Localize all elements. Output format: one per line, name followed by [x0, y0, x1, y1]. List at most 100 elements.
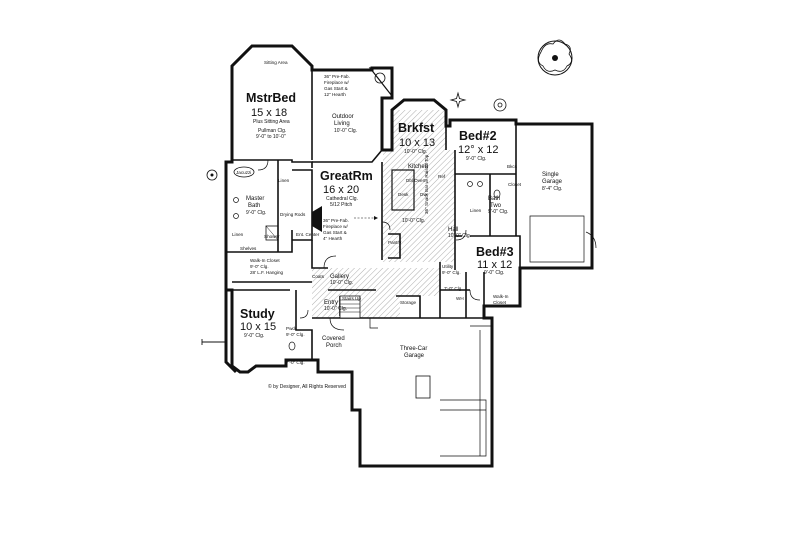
outdoor-fireplace-note-4: 12" Hearth: [324, 92, 346, 97]
walkin-closet-bed3-2: Closet: [493, 300, 507, 305]
bkcs-label: Bkcs: [507, 164, 518, 169]
linen-label-2: Linen: [232, 232, 244, 237]
walkin-closet-bed3: Walk-In: [493, 294, 509, 299]
sink-icon: [233, 181, 483, 219]
outdoor-living-name: Outdoor: [332, 114, 354, 120]
utility-clg: 9'-0" Clg.: [442, 270, 461, 275]
walkin-closet-hanging: 28' L.F. Hanging: [250, 270, 284, 275]
great-fireplace-note: 36" Pre-Fab.: [323, 218, 349, 223]
drying-rods-label: Drying Rods: [280, 212, 306, 217]
dbl-oven-label: Dbl Oven: [406, 178, 426, 183]
covered-porch-name: Covered: [322, 336, 345, 342]
powder-clg: 9'-0" Clg.: [286, 332, 305, 337]
door-swings: [257, 159, 481, 331]
brkfst-name: Brkfst: [398, 121, 435, 135]
bath-two-name: Bath: [488, 196, 500, 202]
stairs-icon: [339, 295, 361, 319]
coats-label: Coats: [312, 274, 325, 279]
interior-walls: [226, 70, 521, 360]
bed2-name: Bed#2: [459, 129, 497, 143]
greatrm-pitch: 5/12 Pitch: [330, 202, 352, 208]
brkfst-size: 10 x 13: [399, 137, 435, 149]
great-fireplace-note-4: 4" Hearth: [323, 236, 343, 241]
sitting-area-label: Sitting Area: [264, 60, 288, 65]
single-garage-name-2: Garage: [542, 179, 563, 185]
walkin-closet-label: Walk-In Closet: [250, 258, 280, 263]
storage-label: Storage: [400, 300, 417, 305]
shrub-icon: [449, 91, 467, 109]
shrub-icon: [206, 169, 218, 181]
bed2-clg: 9'-0" Clg.: [466, 156, 486, 162]
utility-name: Utility: [442, 264, 454, 269]
jacuzzi-label: Jacuzzi: [236, 170, 251, 175]
desk-label: Desk: [398, 192, 409, 197]
closet-label: Closet: [508, 182, 522, 187]
bath-two-name-2: Two: [490, 203, 502, 209]
jacuzzi-icon: [233, 166, 255, 178]
mstrbed-clg-range: 9'-0" to 10'-0": [256, 134, 286, 140]
ent-center-label: Ent. Center: [296, 232, 320, 237]
study-name: Study: [240, 307, 275, 321]
bed2-size: 12° x 12: [458, 144, 498, 156]
mstrbed-note: Plus Sitting Area: [253, 119, 290, 125]
linen-label-3: Linen: [470, 208, 482, 213]
outdoor-living-clg: 10'-0" Clg.: [334, 128, 357, 134]
master-bath-clg: 9'-0" Clg.: [246, 210, 266, 216]
great-fireplace-note-2: Fireplace w/: [323, 224, 348, 229]
fireplace-great-icon: [312, 206, 322, 232]
stairs-up-label: Stairs Up: [342, 296, 361, 301]
tree-icon: [537, 39, 573, 76]
mstrbed-name: MstrBed: [246, 91, 296, 105]
single-garage-name: Single: [542, 172, 559, 178]
three-car-garage-name-2: Garage: [404, 353, 425, 359]
toilet-icon: [288, 189, 501, 351]
three-car-garage-name: Three-Car: [400, 346, 427, 352]
great-fireplace-note-3: Gas Start &: [323, 230, 347, 235]
bed3-clg: 9'-0" Clg.: [484, 270, 504, 276]
study-size: 10 x 15: [240, 321, 276, 333]
dw-label: Dw: [420, 192, 427, 197]
kitchen-clg: 10'-0" Clg.: [402, 218, 425, 224]
hall-clg: 10'-0" Clg.: [448, 233, 471, 239]
covered-porch-name-2: Porch: [326, 343, 342, 349]
powder-name: Pwdr: [286, 326, 297, 331]
single-garage-clg: 8'-4" Clg.: [542, 186, 562, 192]
outdoor-living-name-2: Living: [334, 121, 350, 127]
ceiling-7-label: 7'-0" Clg.: [444, 286, 463, 291]
entry-name: Entry: [324, 300, 338, 306]
outdoor-fireplace-note: 36" Pre-Fab.: [324, 74, 350, 79]
copyright-notice: © by Designer, All Rights Reserved: [268, 383, 346, 390]
gallery-clg: 10'-0" Clg.: [330, 280, 353, 286]
ref-label: Ref: [438, 174, 446, 179]
outdoor-fireplace-note-2: Fireplace w/: [324, 80, 349, 85]
porch-clg: 7'-0" Clg.: [286, 360, 305, 365]
study-clg: 9'-0" Clg.: [244, 333, 264, 339]
mstrbed-size: 15 x 18: [251, 107, 287, 119]
shower-icon: [265, 225, 279, 241]
shower-label: Shower: [264, 234, 280, 239]
pantry-label: Pantry: [388, 240, 402, 245]
greatrm-note: Cathedral Clg.: [326, 196, 358, 202]
hall-name: Hall: [448, 227, 458, 233]
shelves-label: Shelves: [240, 246, 257, 251]
greatrm-name: GreatRm: [320, 169, 373, 183]
linen-label: Linen: [278, 178, 290, 183]
bed3-size: 11 x 12: [477, 259, 512, 271]
walkin-closet-clg: 9'-0" Clg.: [250, 264, 269, 269]
shrub-icon: [493, 98, 507, 112]
master-bath-name-2: Bath: [248, 203, 260, 209]
master-bath-name: Master: [246, 196, 264, 202]
wh-label: WH: [456, 296, 464, 301]
bed3-name: Bed#3: [476, 245, 514, 259]
fireplace-outdoor-icon: [368, 67, 393, 98]
greatrm-size: 16 x 20: [323, 184, 359, 196]
outdoor-fireplace-note-3: Gas Start &: [324, 86, 348, 91]
gallery-name: Gallery: [330, 274, 349, 280]
snack-bar-label: 36" Snack Bar w/ Raised Top: [424, 154, 429, 214]
mstrbed-clg: Pullman Clg.: [258, 128, 286, 134]
brkfst-clg: 10'-0" Clg.: [404, 149, 427, 155]
bath-two-clg: 9'-0" Clg.: [488, 209, 508, 215]
kitchen-name: Kitchen: [408, 164, 428, 170]
entry-clg: 10'-0" Clg.: [324, 306, 347, 312]
